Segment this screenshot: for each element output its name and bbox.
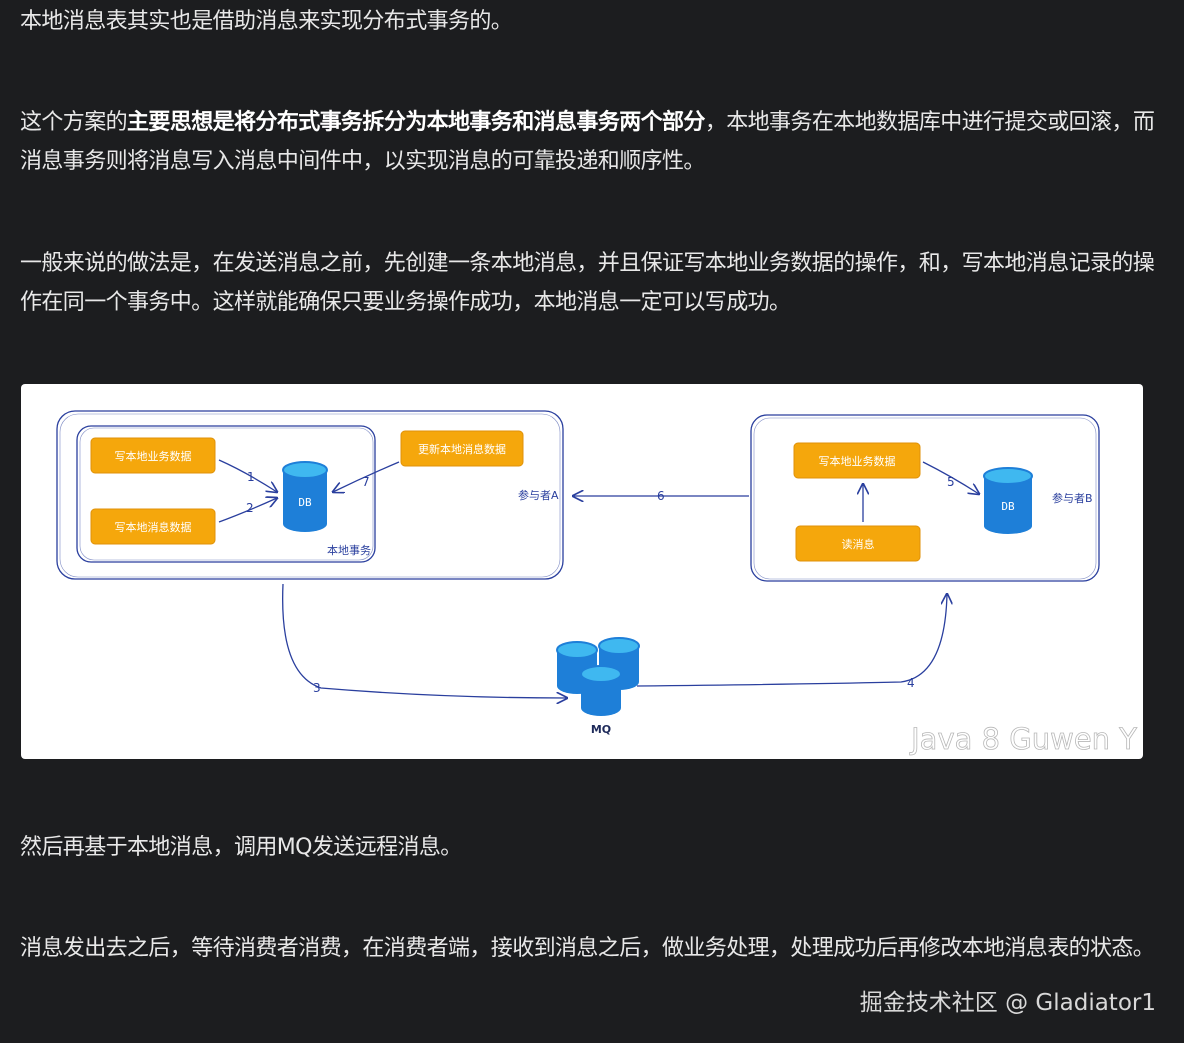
- step-3-label: 3: [313, 681, 321, 695]
- main-idea-emphasis: 主要思想是将分布式事务拆分为本地事务和消息事务两个部分: [127, 110, 705, 135]
- participant-a-label: 参与者A: [518, 488, 559, 502]
- read-msg-box: [795, 525, 921, 562]
- step-5-label: 5: [947, 475, 955, 489]
- write-msg-label-a: 写本地消息数据: [115, 520, 192, 534]
- step-2-label: 2: [246, 501, 254, 515]
- site-watermark: 掘金技术社区 @ Gladiator1: [859, 990, 1156, 1016]
- write-biz-label-b: 写本地业务数据: [819, 454, 896, 468]
- participant-b-frame: [750, 414, 1100, 582]
- paragraph-send-mq: 然后再基于本地消息，调用MQ发送远程消息。: [20, 835, 462, 860]
- step-7-label: 7: [362, 475, 370, 489]
- participant-a-frame: [56, 410, 564, 580]
- write-biz-box-b: [793, 442, 921, 479]
- write-msg-box-a: [90, 508, 216, 545]
- write-biz-label-a: 写本地业务数据: [115, 449, 192, 463]
- paragraph-consume: 消息发出去之后，等待消费者消费，在消费者端，接收到消息之后，做业务处理，处理成功…: [20, 936, 1155, 961]
- participant-b-label: 参与者B: [1052, 491, 1093, 505]
- main-idea-suffix: ，本地事务在本地数据库中进行提交或回滚，而消息事务则将消息写入消息中间件中，以实…: [20, 110, 1155, 174]
- step-1-label: 1: [247, 470, 255, 484]
- diagram-figure: 写本地业务数据 写本地消息数据 更新本地消息数据 DB 1 2 7 本地事务 参…: [21, 384, 1143, 759]
- main-idea-prefix: 这个方案的: [20, 110, 128, 135]
- local-transaction-frame: [76, 425, 376, 563]
- db-b-label: DB: [1001, 500, 1015, 513]
- paragraph-intro: 本地消息表其实也是借助消息来实现分布式事务的。: [20, 9, 513, 34]
- read-msg-label: 读消息: [842, 537, 875, 551]
- update-msg-box: [400, 430, 524, 467]
- db-b-icon: [983, 467, 1033, 534]
- local-transaction-label: 本地事务: [327, 543, 371, 557]
- step-6-label: 6: [657, 489, 665, 503]
- step-4-label: 4: [907, 676, 915, 690]
- update-msg-label: 更新本地消息数据: [418, 442, 506, 456]
- local-message-table-diagram: 写本地业务数据 写本地消息数据 更新本地消息数据 DB 1 2 7 本地事务 参…: [56, 410, 1138, 756]
- paragraph-approach: 一般来说的做法是，在发送消息之前，先创建一条本地消息，并且保证写本地业务数据的操…: [20, 251, 1155, 315]
- db-a-icon: [282, 461, 328, 532]
- mq-icon: [556, 637, 640, 716]
- paragraph-main-idea: 这个方案的主要思想是将分布式事务拆分为本地事务和消息事务两个部分，本地事务在本地…: [20, 103, 1155, 181]
- write-biz-box-a: [90, 437, 216, 474]
- db-a-label: DB: [298, 496, 312, 509]
- figure-watermark: Java 8 Guwen Y: [909, 722, 1137, 756]
- mq-label: MQ: [591, 723, 611, 736]
